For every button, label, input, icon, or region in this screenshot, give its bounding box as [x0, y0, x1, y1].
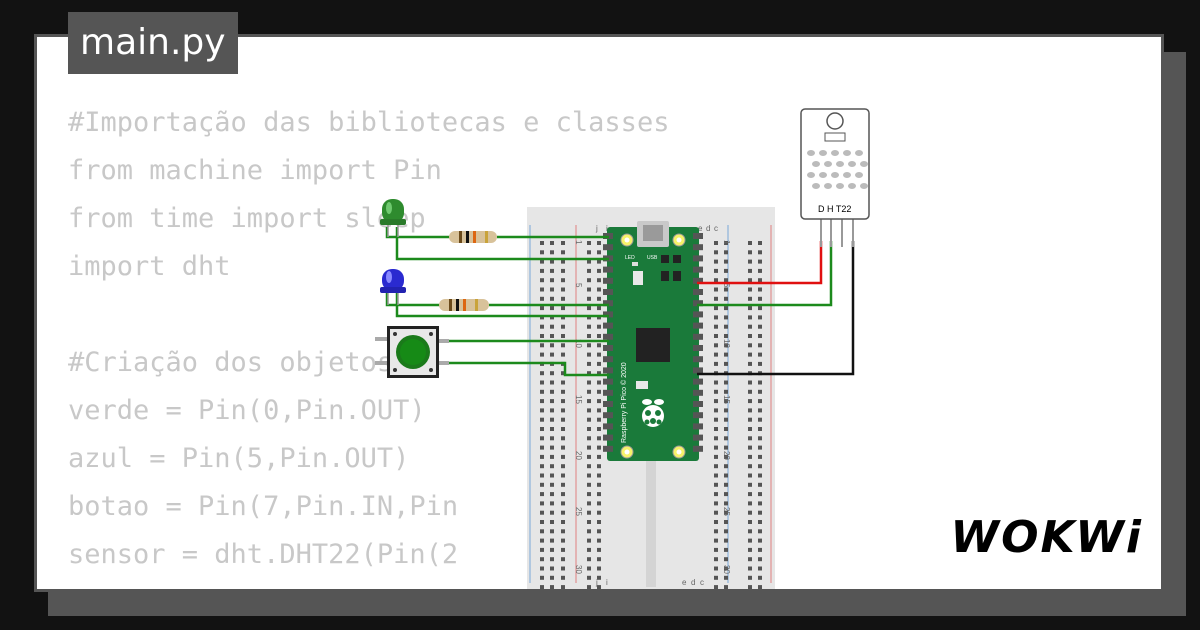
col-letter: j [595, 578, 598, 587]
row-number: 25 [574, 507, 583, 516]
led-blue [380, 269, 406, 305]
row-number: 10 [574, 339, 583, 348]
code-line: #Criação dos objetos [68, 347, 394, 378]
code-line: import dht [68, 251, 231, 282]
wokwi-logo: WOKWi [950, 512, 1143, 563]
wire-dht-gnd [697, 241, 855, 376]
row-number: 10 [722, 339, 731, 348]
col-letter: d [706, 224, 710, 233]
resistor-blue [439, 299, 489, 311]
dht22-label: D H T22 [818, 204, 851, 214]
col-letter: i [606, 224, 608, 233]
code-line: #Importação das bibliotecas e classes [68, 107, 670, 138]
raspberry-pi-pico: LED USB Raspberry Pi Pico © 2020 [603, 221, 703, 461]
code-line: sensor = dht.DHT22(Pin(2 [68, 539, 459, 570]
raspberry-logo-icon [642, 399, 664, 427]
col-letter: j [595, 224, 598, 233]
col-letter: c [714, 224, 718, 233]
row-number: 5 [574, 283, 583, 288]
wire-led-blue [385, 291, 443, 307]
pico-led-label: LED [625, 255, 635, 261]
row-number: 30 [722, 565, 731, 574]
col-letter: c [700, 578, 704, 587]
code-line: botao = Pin(7,Pin.IN,Pin [68, 491, 459, 522]
resistor-green [449, 231, 497, 243]
pico-board-text: Raspberry Pi Pico © 2020 [620, 362, 628, 443]
wire-dht-data [697, 241, 833, 307]
row-number: 5 [722, 283, 731, 288]
code-line: azul = Pin(5,Pin.OUT) [68, 443, 410, 474]
file-tab-main-py[interactable]: main.py [68, 12, 238, 74]
code-line: from machine import Pin [68, 155, 442, 186]
row-number: 30 [574, 565, 583, 574]
row-number: 20 [722, 451, 731, 460]
row-number: 15 [722, 395, 731, 404]
row-number: 15 [574, 395, 583, 404]
row-number: 25 [722, 507, 731, 516]
col-letter: d [691, 578, 695, 587]
code-line: verde = Pin(0,Pin.OUT) [68, 395, 426, 426]
wire-led-green [385, 227, 453, 239]
wire-dht-vcc [697, 241, 823, 285]
col-letter: e [698, 224, 703, 233]
wire-led-blue-gnd [395, 291, 609, 318]
dht22-sensor: D H T22 [800, 108, 870, 247]
col-letter: i [606, 578, 608, 587]
pico-usb-label: USB [647, 255, 658, 261]
project-card: #Importação das bibliotecas e classes fro… [34, 34, 1164, 592]
row-number: 1 [722, 240, 731, 245]
wire-button-2 [439, 361, 609, 377]
wires [385, 227, 855, 377]
row-number: 20 [574, 451, 583, 460]
circuit-diagram: 1 5 10 15 20 25 30 1 5 10 15 20 25 30 j … [375, 108, 870, 589]
col-letter: e [682, 578, 687, 587]
push-button [375, 326, 449, 378]
row-number: 1 [574, 240, 583, 245]
rp2040-chip [636, 328, 670, 362]
led-green [380, 199, 406, 237]
wire-led-green-gnd [395, 227, 609, 261]
